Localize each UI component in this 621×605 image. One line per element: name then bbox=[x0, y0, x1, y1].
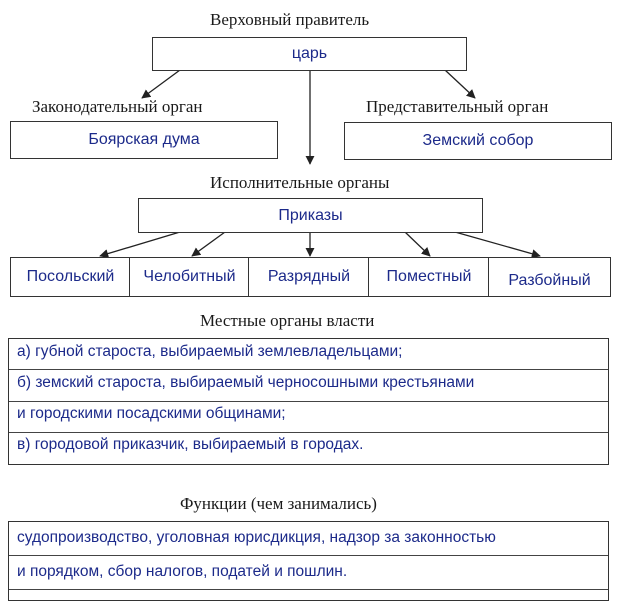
prikaz-razboyny: Разбойный bbox=[488, 257, 611, 297]
prikazy-label: Приказы bbox=[278, 206, 343, 224]
tsar-label: царь bbox=[291, 45, 328, 62]
arrow-to-razboyny bbox=[454, 231, 541, 259]
sobor-box: Земский собор bbox=[344, 122, 612, 160]
prikaz-pomestny-label: Поместный bbox=[386, 268, 472, 285]
local-line-a: а) губной староста, выбираемый землевлад… bbox=[17, 343, 403, 360]
prikaz-row: Посольский Челобитный Разрядный Поместны… bbox=[10, 257, 611, 297]
local-heading: Местные органы власти bbox=[200, 311, 375, 330]
prikaz-posolsky-label: Посольский bbox=[26, 268, 115, 285]
tsar-box: царь bbox=[152, 37, 467, 71]
prikaz-posolsky: Посольский bbox=[10, 257, 131, 297]
sobor-label: Земский собор bbox=[422, 132, 534, 149]
arrow-to-duma bbox=[141, 69, 181, 99]
executive-heading: Исполнительные органы bbox=[210, 173, 390, 192]
functions-line-1: судопроизводство, уголовная юрисдикция, … bbox=[17, 529, 496, 546]
functions-box: судопроизводство, уголовная юрисдикция, … bbox=[8, 521, 609, 601]
local-line-b-cont: и городскими посадскими общинами; bbox=[17, 405, 286, 422]
legislative-heading: Законодательный орган bbox=[32, 97, 203, 116]
functions-heading: Функции (чем занимались) bbox=[180, 494, 377, 513]
prikazy-box: Приказы bbox=[138, 198, 483, 233]
functions-line-2: и порядком, сбор налогов, податей и пошл… bbox=[17, 563, 348, 580]
functions-rule-2 bbox=[9, 589, 608, 590]
prikaz-pomestny: Поместный bbox=[368, 257, 490, 297]
arrow-to-chelobitny bbox=[191, 231, 226, 257]
local-box: а) губной староста, выбираемый землевлад… bbox=[8, 338, 609, 465]
arrow-to-posolsky bbox=[99, 231, 181, 259]
prikaz-chelobitny: Челобитный bbox=[129, 257, 250, 297]
local-rule-3 bbox=[9, 432, 608, 433]
functions-rule-1 bbox=[9, 555, 608, 556]
duma-label: Боярская дума bbox=[88, 131, 200, 148]
prikaz-razryadny-label: Разрядный bbox=[267, 268, 351, 285]
supreme-heading: Верховный правитель bbox=[210, 10, 370, 29]
local-rule-2 bbox=[9, 401, 608, 402]
arrow-to-pomestny bbox=[404, 231, 431, 257]
local-rule-1 bbox=[9, 369, 608, 370]
local-line-c: в) городовой приказчик, выбираемый в гор… bbox=[17, 436, 364, 453]
representative-heading: Представительный орган bbox=[366, 97, 549, 116]
duma-box: Боярская дума bbox=[10, 121, 278, 159]
local-line-b: б) земский староста, выбираемый черносош… bbox=[17, 374, 475, 391]
prikaz-razryadny: Разрядный bbox=[248, 257, 370, 297]
prikaz-chelobitny-label: Челобитный bbox=[143, 268, 236, 285]
arrow-to-sobor bbox=[444, 69, 476, 99]
prikaz-razboyny-label: Разбойный bbox=[508, 271, 591, 289]
